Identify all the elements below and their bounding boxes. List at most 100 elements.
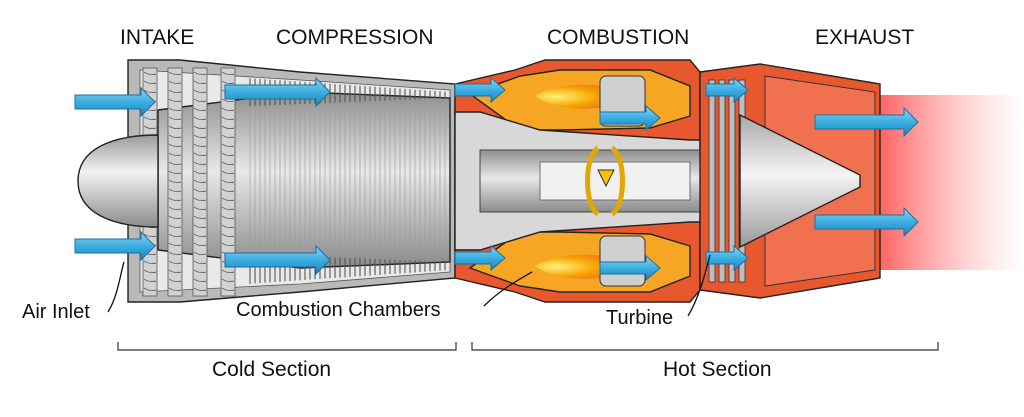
- turbine-leader: [687, 254, 711, 317]
- nose-cone: [77, 134, 159, 228]
- fan-blade: [193, 188, 207, 193]
- fan-blade: [143, 116, 157, 121]
- combustion-chambers-label: Combustion Chambers: [236, 299, 441, 321]
- compressor-blades: [249, 78, 446, 284]
- turbine-label: Turbine: [606, 307, 673, 329]
- fan-blade: [221, 152, 235, 157]
- fan-blade: [193, 161, 207, 166]
- fan-blade: [193, 89, 207, 94]
- fan-blade: [193, 260, 207, 265]
- fan-blade: [168, 107, 182, 112]
- fan-blade: [221, 170, 235, 175]
- fan-blade: [221, 98, 235, 103]
- fan-blade: [221, 125, 235, 130]
- hot-section-bracket: [471, 342, 939, 351]
- fan-blade: [168, 179, 182, 184]
- shaft-core: [539, 161, 691, 201]
- fan-blade: [221, 107, 235, 112]
- fan-blade: [193, 206, 207, 211]
- fan-blade: [221, 161, 235, 166]
- tail-cone: [739, 113, 861, 249]
- fan-blade: [168, 188, 182, 193]
- stage-compression-label: COMPRESSION: [276, 26, 434, 49]
- fan-blade: [193, 116, 207, 121]
- turbine-disc: [708, 79, 716, 283]
- airflow-arrow: [599, 254, 661, 282]
- fan-blade: [221, 179, 235, 184]
- fan-blade: [168, 134, 182, 139]
- fan-blade: [221, 269, 235, 274]
- fan-blade: [193, 224, 207, 229]
- fan-blade: [193, 197, 207, 202]
- fan-blade: [193, 179, 207, 184]
- air-inlet-label: Air Inlet: [22, 301, 90, 323]
- fan-blade: [193, 269, 207, 274]
- fan-blade: [143, 233, 157, 238]
- fan-blade: [193, 107, 207, 112]
- fan-blade: [221, 143, 235, 148]
- fan-blade: [143, 278, 157, 283]
- airflow-arrow: [705, 76, 749, 104]
- fan-blade: [193, 170, 207, 175]
- fan-blade: [221, 134, 235, 139]
- stage-intake-label: INTAKE: [120, 26, 194, 49]
- fan-blade: [168, 197, 182, 202]
- fan-blade: [221, 278, 235, 283]
- airflow-arrow: [74, 230, 156, 262]
- fan-blade: [193, 287, 207, 292]
- fan-blade: [168, 233, 182, 238]
- fan-blade: [221, 71, 235, 76]
- fan-blade: [143, 80, 157, 85]
- airflow-arrow: [74, 86, 156, 118]
- airflow-arrow: [599, 104, 661, 132]
- fan-blade: [221, 242, 235, 247]
- fan-blade: [193, 143, 207, 148]
- fan-blade: [168, 260, 182, 265]
- hot-section-label: Hot Section: [663, 358, 772, 381]
- airflow-arrow: [224, 244, 331, 276]
- fan-blade: [221, 233, 235, 238]
- rotation-arrow: [585, 145, 625, 217]
- fan-blade: [168, 269, 182, 274]
- fan-blade: [221, 215, 235, 220]
- intake-fan-stages: [142, 67, 236, 297]
- fan-blade: [221, 287, 235, 292]
- cold-section-label: Cold Section: [212, 358, 331, 381]
- airflow-arrow: [814, 206, 919, 238]
- fan-blade: [168, 161, 182, 166]
- fan-blade: [193, 278, 207, 283]
- fan-blade: [168, 143, 182, 148]
- fan-blade: [221, 116, 235, 121]
- fan-blade: [193, 71, 207, 76]
- stage-combustion-label: COMBUSTION: [547, 26, 689, 49]
- airflow-arrow: [224, 76, 331, 108]
- fan-blade: [193, 242, 207, 247]
- fan-blade: [168, 80, 182, 85]
- turbine-disc: [718, 79, 726, 283]
- stage-exhaust-label: EXHAUST: [815, 26, 914, 49]
- cold-section-bracket: [117, 342, 457, 351]
- fan-blade: [143, 287, 157, 292]
- fan-blade: [168, 251, 182, 256]
- airflow-arrow: [454, 244, 506, 272]
- fan-blade: [168, 206, 182, 211]
- fan-blade: [193, 152, 207, 157]
- fan-blade: [168, 215, 182, 220]
- airflow-arrow: [454, 76, 506, 104]
- combustion-chambers-leader: [483, 271, 533, 307]
- fan-blade: [193, 215, 207, 220]
- fan-blade: [193, 233, 207, 238]
- fan-blade: [168, 98, 182, 103]
- fan-blade: [143, 260, 157, 265]
- airflow-arrow: [705, 244, 749, 272]
- fan-blade: [193, 134, 207, 139]
- fan-blade: [168, 125, 182, 130]
- fan-blade: [168, 152, 182, 157]
- turbine-disc: [728, 79, 736, 283]
- fan-blade: [143, 71, 157, 76]
- fan-blade: [168, 242, 182, 247]
- airflow-arrows: [74, 76, 919, 282]
- fan-blade: [193, 125, 207, 130]
- fan-blade: [143, 125, 157, 130]
